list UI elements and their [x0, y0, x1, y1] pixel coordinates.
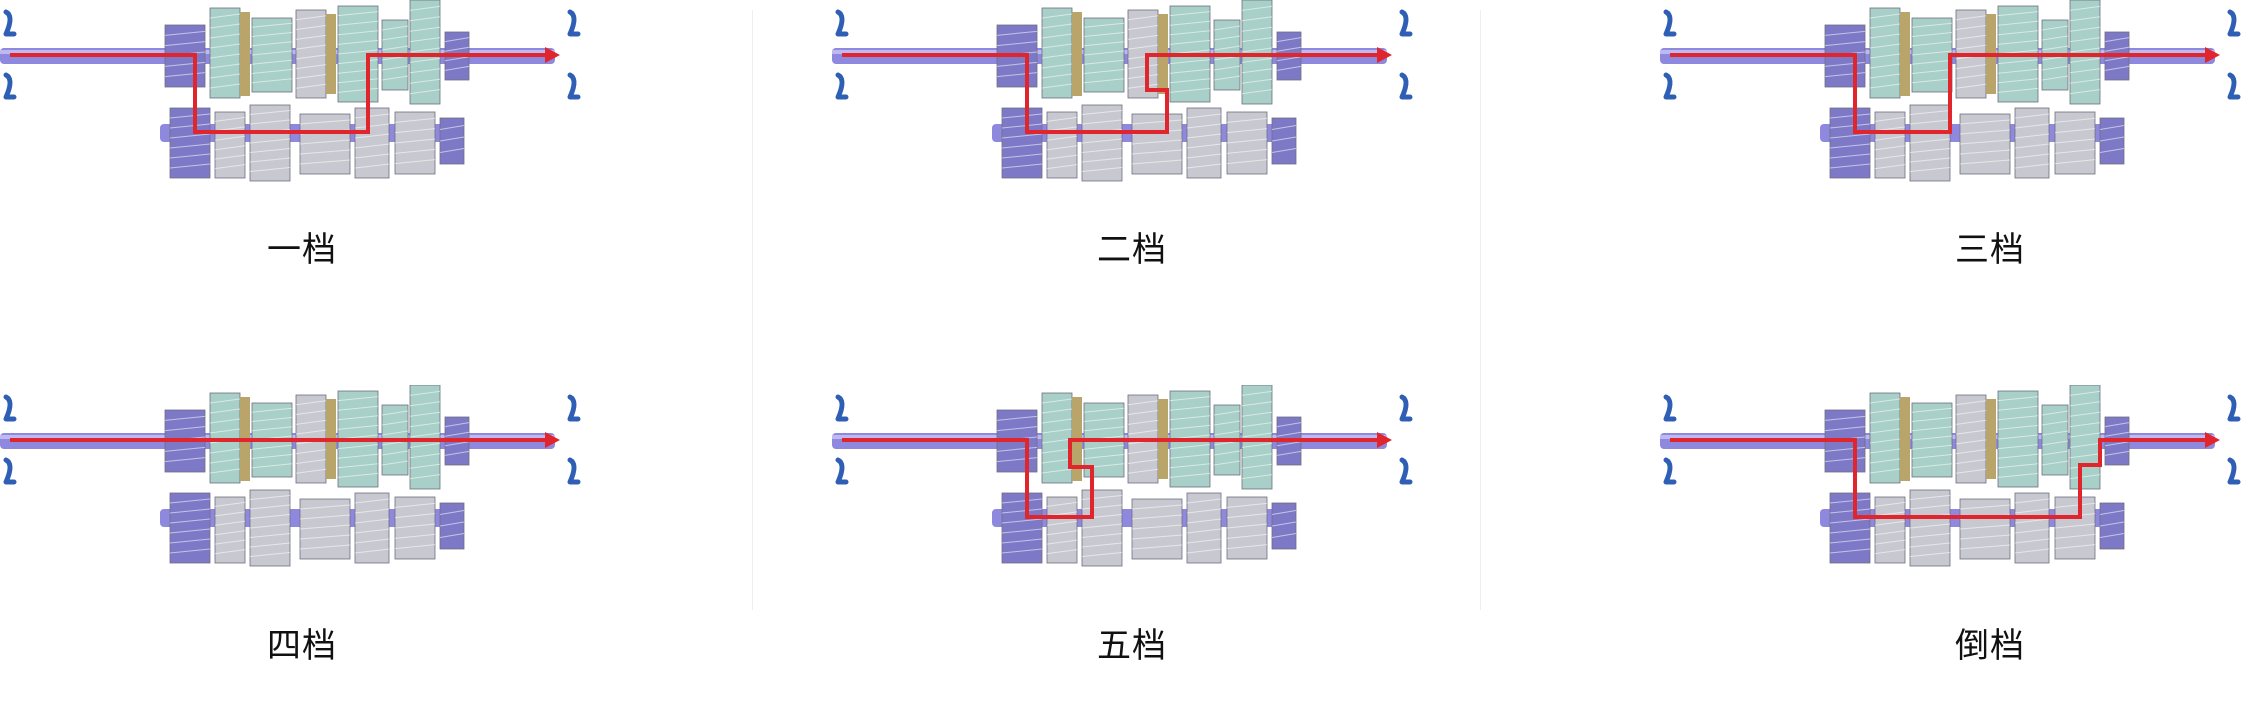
panel-gear-3: 三档	[1660, 0, 2257, 330]
gear-label: 倒档	[1955, 626, 2025, 666]
transmission-diagram-icon	[0, 385, 581, 567]
transmission-diagram-icon	[832, 385, 1413, 567]
panel-gear-r: 倒档	[1660, 385, 2257, 715]
panel-gear-2: 二档	[832, 0, 1584, 330]
gear-label: 二档	[1097, 230, 1167, 270]
gear-label: 五档	[1097, 626, 1167, 666]
panel-gear-4: 四档	[0, 385, 752, 715]
transmission-diagram-icon	[0, 0, 581, 182]
gear-label: 一档	[267, 230, 337, 270]
column-divider-right	[1480, 10, 1481, 610]
transmission-diagram-icon	[1660, 0, 2241, 182]
transmission-diagram-icon	[832, 0, 1413, 182]
transmission-diagram-icon	[1660, 385, 2241, 567]
panel-gear-1: 一档	[0, 0, 752, 330]
gear-label: 三档	[1955, 230, 2025, 270]
panel-gear-5: 五档	[832, 385, 1584, 715]
column-divider-left	[752, 10, 753, 610]
gear-power-flow-figure: 一档 二档 三档 四档 五档 倒档	[0, 0, 2257, 666]
gear-label: 四档	[267, 626, 337, 666]
